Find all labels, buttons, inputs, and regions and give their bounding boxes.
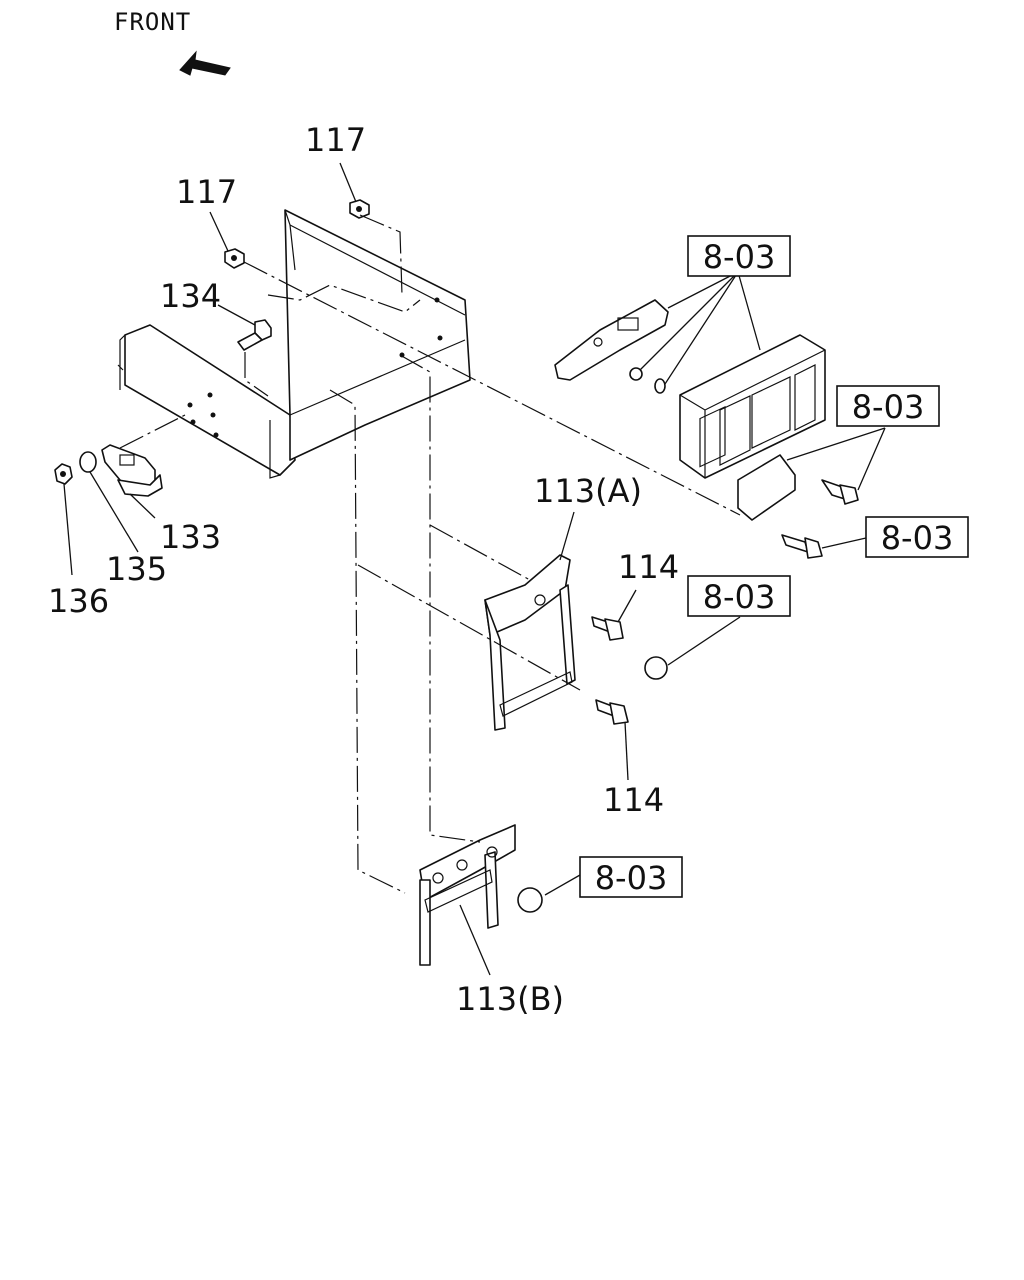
label-117-left: 117 xyxy=(176,173,237,211)
plate-bolt xyxy=(821,479,859,505)
ref-box-lamp: 8-03 xyxy=(687,235,791,277)
washer-135 xyxy=(79,451,97,473)
svg-text:8-03: 8-03 xyxy=(881,519,954,557)
nut-117-left xyxy=(224,248,245,269)
alignment-lines xyxy=(119,214,741,894)
label-114-lower: 114 xyxy=(603,781,664,819)
ref-box-lower-bolt: 8-03 xyxy=(865,516,969,558)
leader-lines xyxy=(63,162,886,976)
nut-136 xyxy=(54,463,73,485)
bolt-134 xyxy=(237,319,272,351)
bracket-113a xyxy=(484,554,576,731)
front-label: FRONT xyxy=(114,8,191,36)
grommet-upper xyxy=(644,656,668,680)
ref-box-grommet-upper: 8-03 xyxy=(687,575,791,617)
label-113b: 113(B) xyxy=(456,980,564,1018)
front-arrow-icon xyxy=(179,50,231,76)
lamp-nut xyxy=(629,367,643,381)
label-134: 134 xyxy=(160,277,221,315)
bolt-114-upper xyxy=(591,616,624,641)
ref-box-plate-bolt: 8-03 xyxy=(836,385,940,427)
label-117-right: 117 xyxy=(305,121,366,159)
mounting-plate xyxy=(737,454,796,521)
lower-plate-bolt xyxy=(781,534,823,559)
svg-text:8-03: 8-03 xyxy=(703,578,776,616)
grommet-lower xyxy=(517,887,543,913)
bracket-113b xyxy=(419,824,516,966)
label-135: 135 xyxy=(106,550,167,588)
lamp-washer xyxy=(654,378,666,394)
svg-text:8-03: 8-03 xyxy=(703,238,776,276)
frame-rail xyxy=(117,209,471,479)
tow-hook-133 xyxy=(101,444,163,497)
lamp-bracket-arm xyxy=(554,299,669,381)
label-133: 133 xyxy=(160,518,221,556)
svg-text:8-03: 8-03 xyxy=(595,859,668,897)
rear-lamp-assembly xyxy=(679,334,826,479)
nut-117-right xyxy=(349,199,370,219)
ref-box-grommet-lower: 8-03 xyxy=(579,856,683,898)
label-113a: 113(A) xyxy=(534,472,642,510)
svg-text:8-03: 8-03 xyxy=(852,388,925,426)
bolt-114-lower xyxy=(595,699,629,725)
label-136: 136 xyxy=(48,582,109,620)
label-114-upper: 114 xyxy=(618,548,679,586)
